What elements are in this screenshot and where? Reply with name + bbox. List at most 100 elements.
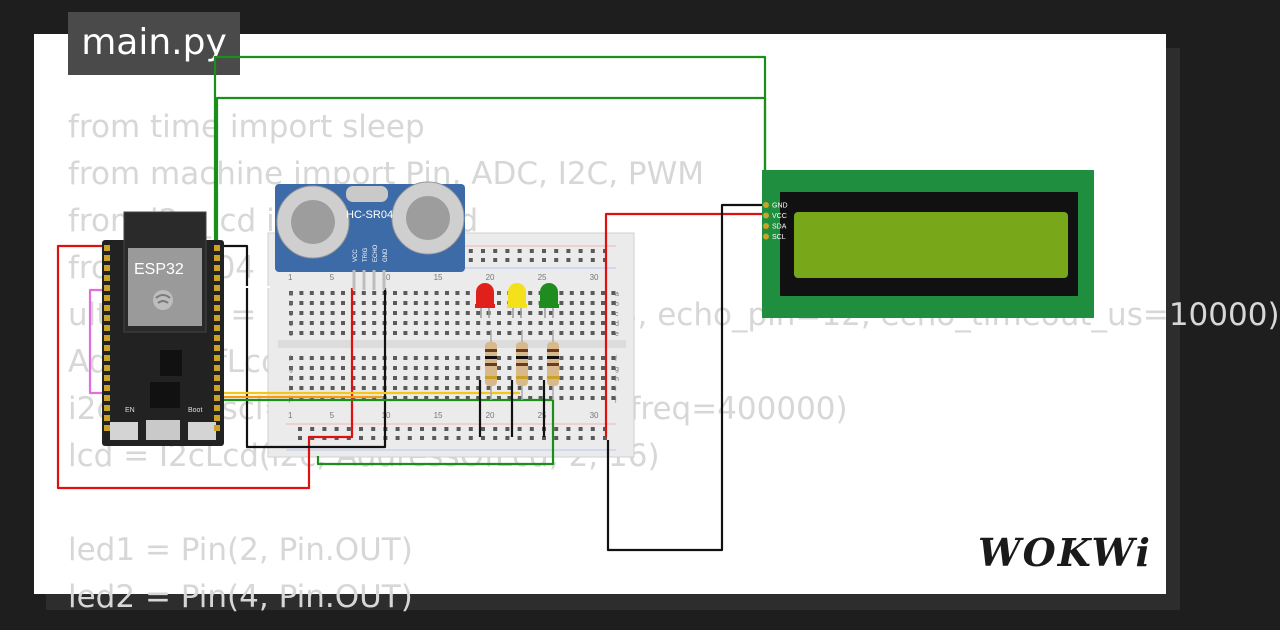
breadboard-hole (330, 301, 335, 305)
breadboard-hole (611, 311, 616, 315)
breadboard-hole (289, 376, 293, 380)
breadboard-hole (538, 321, 543, 325)
breadboard-hole (476, 386, 481, 390)
breadboard-hole (320, 366, 325, 370)
rail-hole (371, 436, 376, 440)
rail-hole (468, 249, 473, 253)
resistor (547, 330, 559, 400)
breadboard-hole (601, 356, 605, 360)
esp32-pin (104, 385, 110, 391)
sensor-pin (362, 270, 366, 290)
breadboard-hole (528, 321, 533, 325)
breadboard-hole (611, 376, 616, 380)
esp32-pin (104, 315, 110, 321)
breadboard-hole (465, 331, 470, 335)
code-line: led2 = Pin(4, Pin.OUT) (68, 579, 413, 615)
breadboard-hole (497, 311, 501, 315)
rail-hole (554, 436, 559, 440)
esp32-pin (104, 275, 110, 281)
rail-hole (468, 427, 473, 431)
breadboard-hole (455, 311, 460, 315)
breadboard-hole (465, 356, 470, 360)
breadboard-hole (601, 331, 605, 335)
breadboard-hole (424, 386, 429, 390)
rail-hole (542, 258, 546, 262)
breadboard-hole (403, 376, 408, 380)
esp32-pin (214, 245, 220, 251)
column-number: 1 (288, 411, 293, 420)
esp32-pin (214, 275, 220, 281)
esp32-pin (104, 375, 110, 381)
sensor-pin-label: GND (383, 248, 389, 262)
breadboard-hole (330, 366, 335, 370)
rail-hole (590, 436, 595, 440)
breadboard-hole (403, 291, 408, 295)
breadboard-hole (497, 396, 501, 400)
breadboard-hole (538, 356, 543, 360)
breadboard-hole (299, 311, 304, 315)
breadboard-hole (559, 376, 564, 380)
breadboard-hole (507, 366, 512, 370)
breadboard-hole (476, 396, 481, 400)
row-letter: d (289, 321, 293, 328)
led-group (475, 283, 559, 318)
wire-red-lcd (604, 212, 770, 437)
breadboard-hole (403, 386, 408, 390)
resistor (516, 330, 528, 400)
breadboard-hole (601, 376, 605, 380)
breadboard-hole (372, 386, 377, 390)
breadboard-hole (445, 356, 449, 360)
breadboard-hole (434, 311, 439, 315)
breadboard-hole (611, 366, 616, 370)
breadboard-hole (559, 311, 564, 315)
breadboard-hole (434, 331, 439, 335)
breadboard-hole (569, 291, 574, 295)
rail-hole (505, 427, 510, 431)
breadboard-hole (549, 321, 553, 325)
breadboard-hole (517, 386, 522, 390)
rail-hole (529, 249, 534, 253)
boot-button[interactable] (188, 422, 216, 440)
breadboard-hole (611, 356, 616, 360)
row-letter: a (615, 291, 619, 298)
breadboard-hole (517, 311, 522, 315)
breadboard-hole (372, 321, 377, 325)
breadboard-hole (590, 311, 595, 315)
breadboard-hole (455, 386, 460, 390)
breadboard-hole (601, 366, 605, 370)
rail-hole (529, 258, 534, 262)
breadboard-hole (434, 366, 439, 370)
breadboard-hole (351, 311, 356, 315)
breadboard-hole (445, 321, 449, 325)
breadboard-hole (497, 386, 501, 390)
breadboard-hole (299, 366, 304, 370)
led (475, 283, 495, 318)
rail-hole (456, 436, 461, 440)
breadboard-hole (393, 321, 397, 325)
rail-hole (505, 436, 510, 440)
breadboard-hole (309, 366, 314, 370)
breadboard-hole (580, 366, 585, 370)
breadboard-hole (507, 386, 512, 390)
breadboard-hole (611, 331, 616, 335)
rail-hole (493, 427, 498, 431)
breadboard-hole (559, 331, 564, 335)
file-tab[interactable]: main.py (68, 12, 240, 75)
breadboard-hole (569, 301, 574, 305)
breadboard-hole (434, 386, 439, 390)
breadboard-hole (590, 331, 595, 335)
esp32-board[interactable]: ESP32 EN Boot (102, 211, 224, 446)
row-letter: c (289, 311, 293, 318)
breadboard-hole (445, 291, 449, 295)
breadboard-hole (341, 386, 345, 390)
lcd-screen (794, 212, 1068, 278)
sensor-pin (372, 270, 376, 290)
lcd-pin (763, 233, 769, 240)
breadboard-hole (289, 301, 293, 305)
breadboard-hole (299, 301, 304, 305)
en-button[interactable] (110, 422, 138, 440)
